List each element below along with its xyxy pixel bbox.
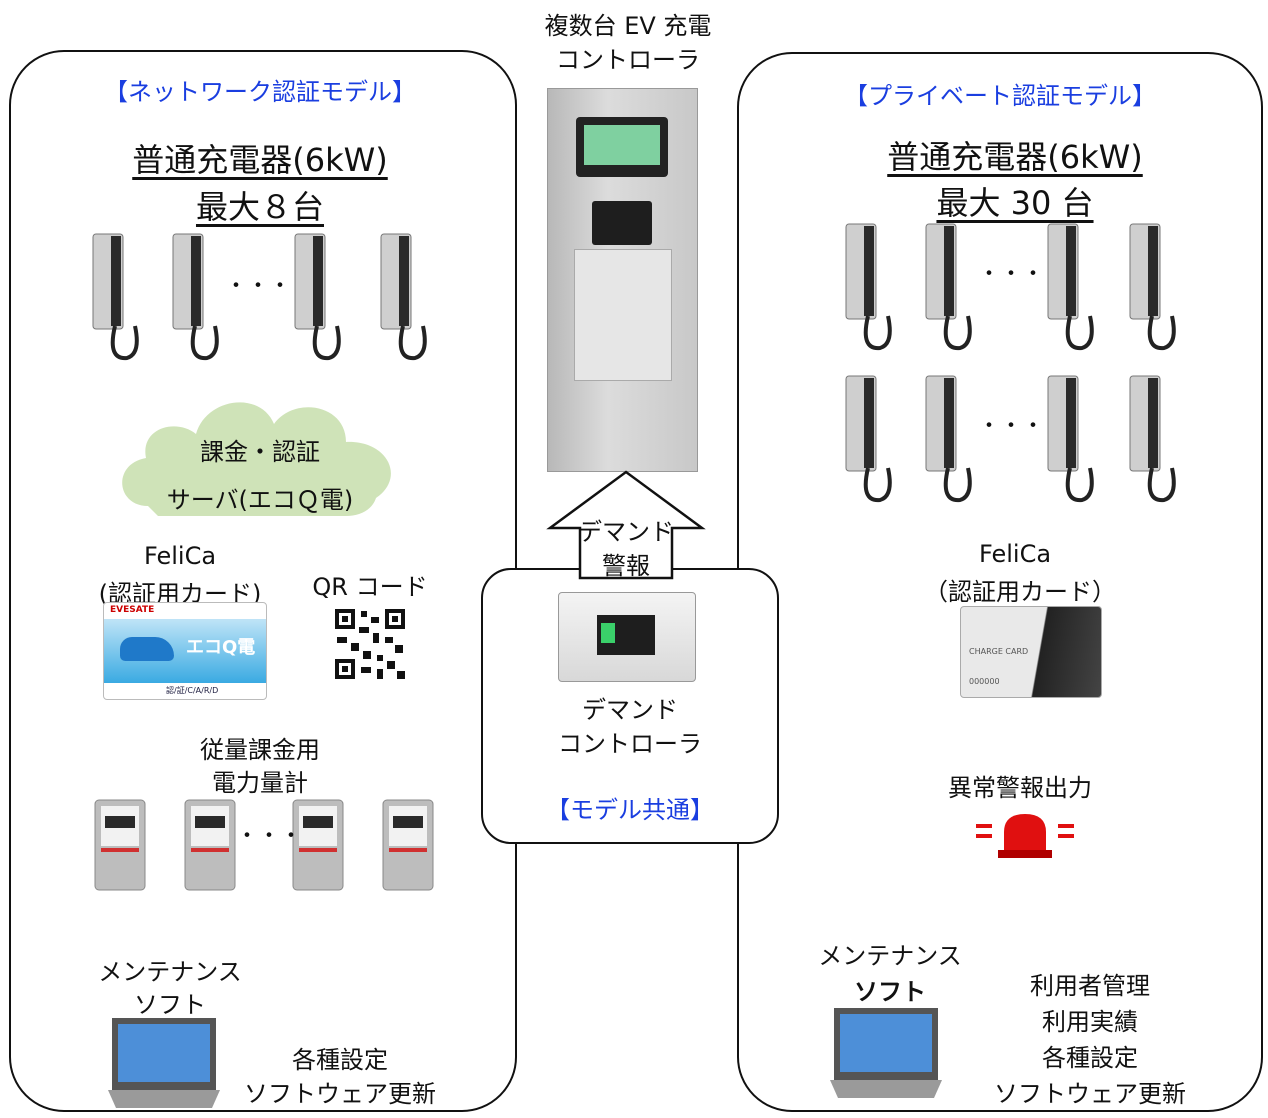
- charger-icon-group-row2: [845, 375, 1176, 503]
- ellipsis: ・・・: [978, 414, 1045, 439]
- charger-icon-3: [1047, 223, 1094, 351]
- qr-code-label: QR コード: [312, 573, 428, 601]
- demand-controller-image: [558, 592, 696, 682]
- private-func-line1: 利用者管理: [1030, 972, 1150, 1000]
- qr-code-icon: [333, 607, 407, 681]
- charger-icon-group: [92, 233, 427, 361]
- cloud-label-line1: 課金・認証: [200, 438, 320, 466]
- demand-alarm-line2: 警報: [602, 552, 650, 580]
- controller-title-line1: 複数台 EV 充電: [544, 12, 712, 40]
- private-model-label: 【プライベート認証モデル】: [844, 82, 1156, 110]
- cloud-shape: [122, 402, 391, 516]
- private-chargers-row1: ・・・: [838, 220, 1198, 355]
- private-func-line2: 利用実績: [1042, 1008, 1138, 1036]
- private-maint-line2: ソフト: [854, 978, 926, 1006]
- alarm-output-label: 異常警報出力: [948, 774, 1092, 802]
- meter-icon-3: [292, 799, 344, 891]
- ev-charge-controller-image: [547, 88, 698, 472]
- charge-card-image: CHARGE CARD 000000: [960, 606, 1102, 698]
- network-felica-title: FeliCa: [143, 542, 217, 570]
- meter-title-line1: 従量課金用: [200, 736, 320, 764]
- network-charger-heading: 普通充電器(6kW): [132, 141, 388, 179]
- charger-icon-7: [1047, 375, 1094, 503]
- card-brand: EVESATE: [110, 605, 155, 615]
- charger-icon-8: [1129, 375, 1176, 503]
- cloud-label-line2: サーバ(エコＱ電): [166, 486, 354, 514]
- laptop-icon: [830, 1008, 942, 1098]
- demand-alarm-line1: デマンド: [578, 518, 674, 546]
- demand-controller-line2: コントローラ: [558, 730, 702, 758]
- private-maint-line1: メンテナンス: [818, 942, 962, 970]
- charger-icon-5: [845, 375, 892, 503]
- common-model-label: 【モデル共通】: [546, 796, 714, 824]
- ellipsis: ・・・: [225, 274, 292, 299]
- card-logo-text: エコQ電: [186, 637, 256, 658]
- meter-icon-4: [382, 799, 434, 891]
- meter-ellipsis: ・・・: [236, 824, 303, 849]
- power-meters: [94, 799, 434, 891]
- meter-title-line2: 電力量計: [212, 769, 308, 797]
- ellipsis: ・・・: [978, 262, 1045, 287]
- eco-q-card-image: EVESATE エコQ電 認/証/C/A/R/D: [103, 602, 267, 700]
- network-func-line2: ソフトウェア更新: [244, 1080, 436, 1108]
- alarm-light-icon: [976, 814, 1074, 858]
- private-model-panel: [737, 52, 1263, 1112]
- controller-reader: [592, 201, 652, 245]
- meter-icon-1: [94, 799, 146, 891]
- card-footer: 認/証/C/A/R/D: [166, 686, 219, 695]
- network-chargers: ・・・: [85, 230, 445, 365]
- network-maint-line1: メンテナンス: [98, 958, 242, 986]
- charger-icon-6: [925, 375, 972, 503]
- controller-screen: [576, 117, 668, 177]
- charger-icon-3: [294, 233, 341, 361]
- up-arrow-icon: [546, 470, 706, 580]
- charger-icon-group-row1: [845, 223, 1176, 351]
- private-chargers-row2: ・・・: [838, 372, 1198, 507]
- charger-icon-1: [92, 233, 139, 361]
- charger-icon-4: [1129, 223, 1176, 351]
- private-felica-subtitle: （認証用カード）: [924, 578, 1116, 606]
- car-icon: [120, 637, 174, 661]
- controller-panel-label: [574, 249, 672, 381]
- meter-icon-2: [184, 799, 236, 891]
- charge-card-number: 000000: [969, 677, 1000, 686]
- laptop-icon: [108, 1018, 220, 1108]
- private-felica-title: FeliCa: [978, 540, 1052, 568]
- charger-icon-2: [172, 233, 219, 361]
- network-charger-count: 最大８台: [195, 188, 324, 226]
- private-func-line4: ソフトウェア更新: [994, 1080, 1186, 1108]
- network-model-label: 【ネットワーク認証モデル】: [104, 78, 416, 106]
- private-charger-heading: 普通充電器(6kW): [887, 138, 1143, 176]
- charger-icon-2: [925, 223, 972, 351]
- charge-card-text: CHARGE CARD: [969, 647, 1029, 656]
- charger-icon-4: [380, 233, 427, 361]
- demand-controller-line1: デマンド: [582, 696, 678, 724]
- network-model-panel: [9, 50, 517, 1112]
- network-func-line1: 各種設定: [292, 1046, 388, 1074]
- charger-icon-1: [845, 223, 892, 351]
- private-func-line3: 各種設定: [1042, 1044, 1138, 1072]
- private-charger-count: 最大 30 台: [936, 184, 1094, 222]
- network-maint-line2: ソフト: [134, 991, 206, 1019]
- controller-title-line2: コントローラ: [556, 46, 700, 74]
